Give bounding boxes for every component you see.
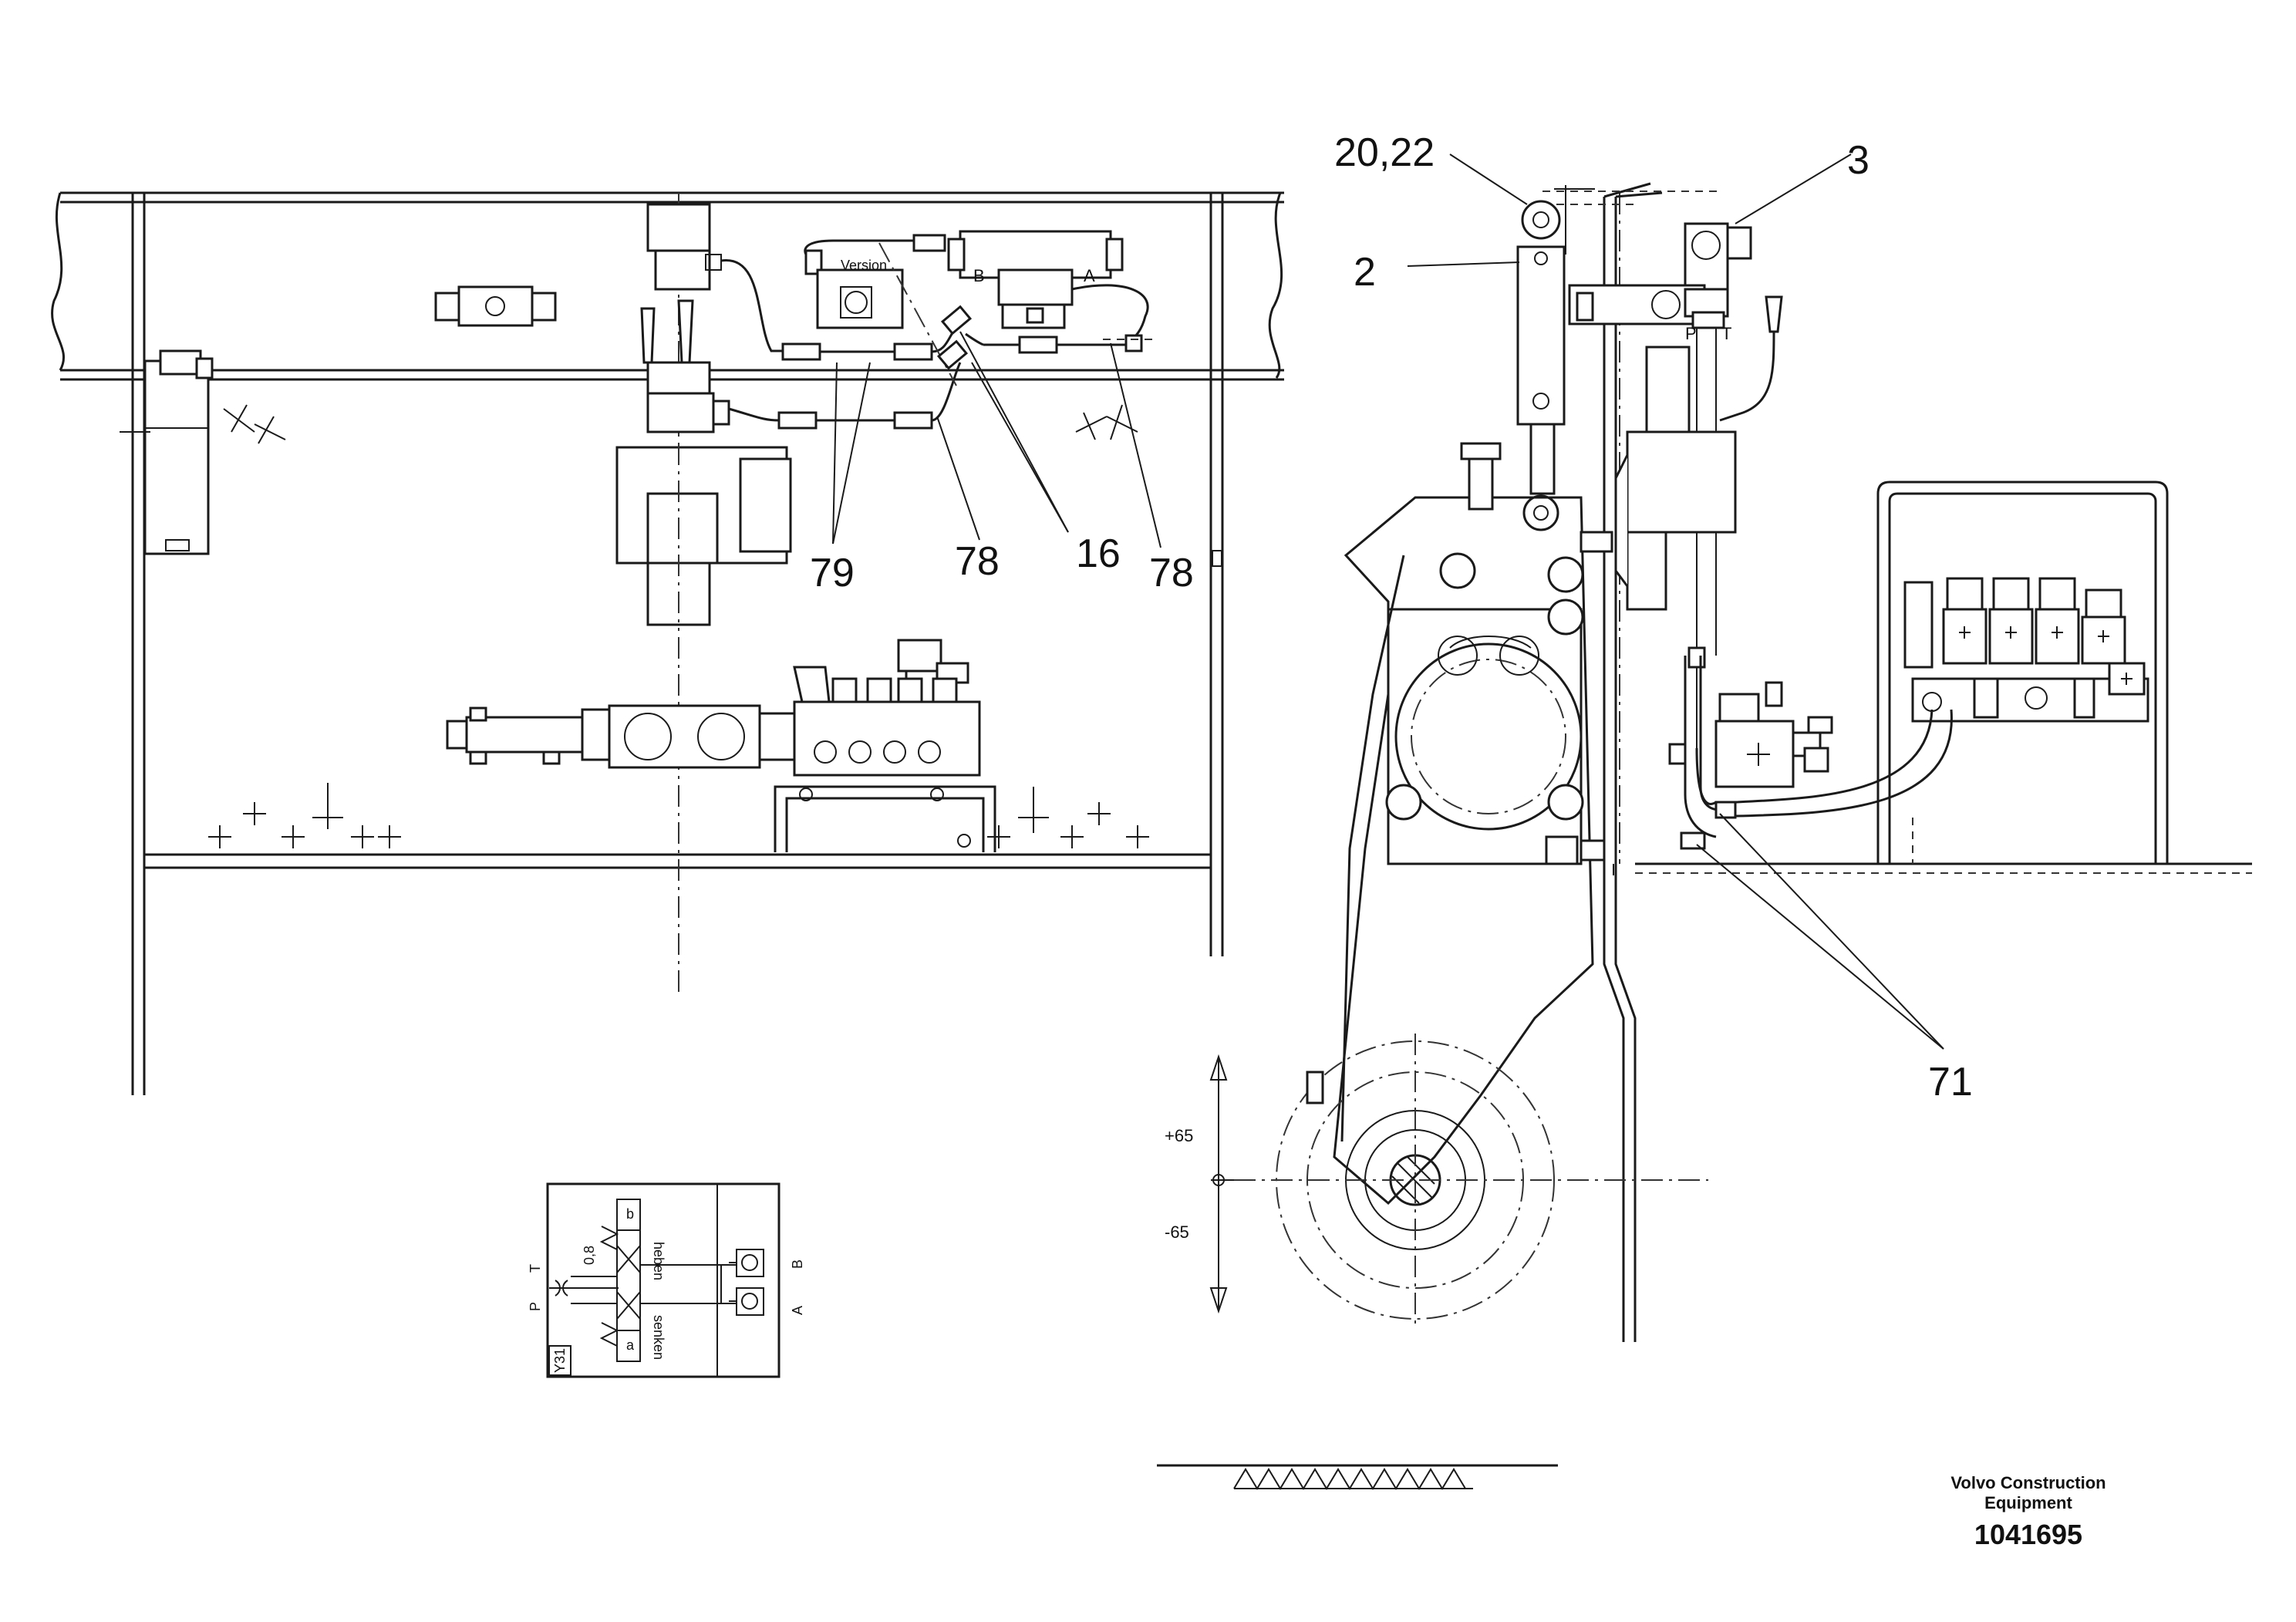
control-valve-3 <box>1568 153 1852 422</box>
company-name-line1: Volvo Construction <box>1950 1473 2106 1492</box>
pipe-lines-vertical <box>1614 328 1737 756</box>
port-b-top-label: B <box>973 266 985 285</box>
leader-2 <box>1407 261 1520 267</box>
schematic-orifice-label: 0,8 <box>582 1246 597 1265</box>
lift-cylinder <box>1516 185 1595 531</box>
left-view-frame <box>51 191 1284 1095</box>
schematic-label-a: A <box>790 1306 805 1315</box>
hose-group-79 <box>720 259 962 430</box>
schematic-heben-label: heben <box>651 1242 666 1280</box>
callout-3: 3 <box>1847 138 1870 183</box>
port-p-label: P <box>1685 324 1697 343</box>
check-valve-top <box>434 285 557 327</box>
schematic-a-mark: a <box>626 1337 635 1353</box>
dim-plus-65: +65 <box>1165 1126 1193 1145</box>
hoses-71 <box>1680 656 1944 1050</box>
leader-lines-left <box>832 331 1161 548</box>
callout-2: 2 <box>1354 250 1376 295</box>
document-number: 1041695 <box>1974 1519 2082 1550</box>
dimension-arrows <box>1209 1054 1234 1314</box>
hand-pump-stack <box>615 203 792 629</box>
tensioning-wheel <box>1234 1034 1708 1327</box>
leader-2022 <box>1449 153 1528 205</box>
schematic-senken-label: senken <box>651 1315 666 1360</box>
callout-16: 16 <box>1076 531 1121 576</box>
callout-71: 71 <box>1928 1060 1973 1104</box>
callout-20-22: 20,22 <box>1334 130 1435 175</box>
swing-arm-bracket <box>1333 442 1613 1206</box>
cross-marks-left <box>208 783 1149 848</box>
hydraulic-schematic-symbol <box>546 1182 781 1378</box>
port-t-label: T <box>1721 324 1731 343</box>
schematic-coil-label: Y31 <box>552 1348 568 1373</box>
schematic-b-mark: b <box>626 1206 634 1222</box>
port-a-top-label: A <box>1084 266 1095 285</box>
manifold-block-left <box>446 639 996 852</box>
directional-valve-top <box>804 230 1157 386</box>
callout-78-b: 78 <box>1149 551 1194 595</box>
schematic-label-b: B <box>790 1259 805 1269</box>
return-filter <box>120 349 286 555</box>
company-name-line2: Equipment <box>1984 1493 2072 1512</box>
version-label: Version <box>841 258 887 273</box>
dim-minus-65: -65 <box>1165 1222 1189 1242</box>
callout-78-a: 78 <box>955 539 1000 584</box>
schematic-label-p: P <box>528 1302 543 1311</box>
ground-symbol <box>1157 1464 1558 1490</box>
callout-79: 79 <box>810 551 855 595</box>
pressure-valve-right <box>1668 646 1833 805</box>
valve-bank-right <box>1720 481 2169 864</box>
schematic-label-t: T <box>528 1264 543 1273</box>
